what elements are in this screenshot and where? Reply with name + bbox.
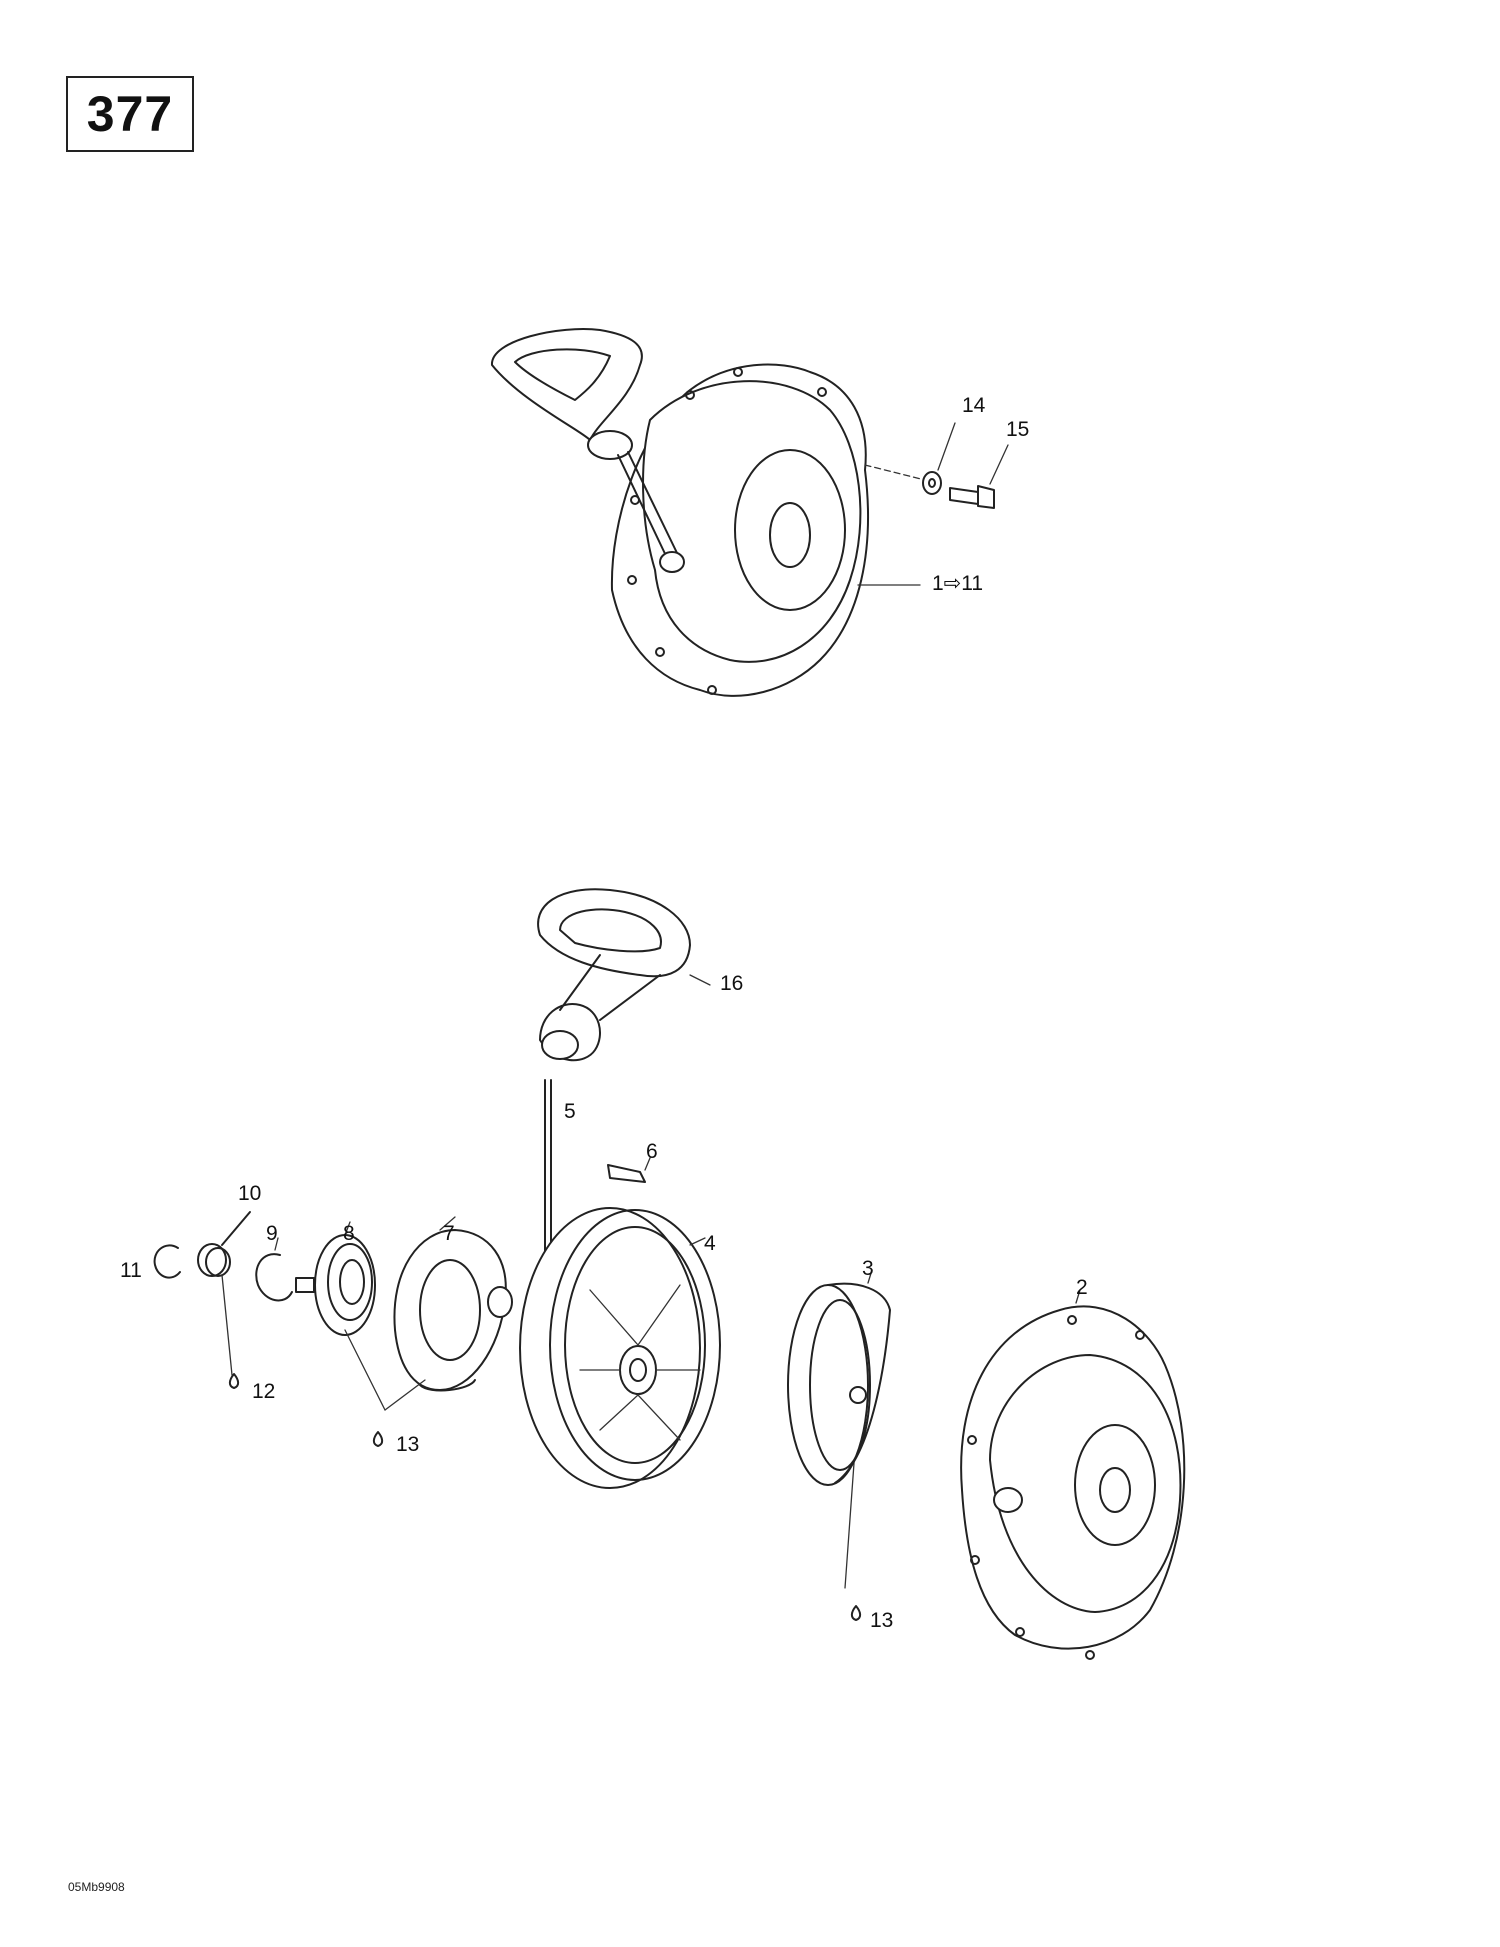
callout-16: 16 <box>720 972 743 995</box>
assembled-center-ring <box>734 449 846 611</box>
callout-12: 12 <box>252 1380 275 1403</box>
assembled-rope <box>617 454 669 561</box>
assembled-rope-guide <box>659 551 685 573</box>
assembled-starter <box>490 328 1009 697</box>
callout-2: 2 <box>1076 1276 1088 1299</box>
circlip-part <box>255 1253 293 1302</box>
assembled-handle <box>490 328 643 441</box>
spring-case-part <box>787 1282 891 1486</box>
oil-drop-icon <box>228 1373 240 1389</box>
spring-plate-part <box>295 1234 376 1336</box>
assembly-callout: 1⇨11 <box>932 572 983 595</box>
callout-11: 11 <box>120 1259 142 1282</box>
rope-part <box>544 1079 552 1256</box>
spring-part <box>197 1211 251 1277</box>
callout-10: 10 <box>238 1182 261 1205</box>
rope-reel-part <box>519 1207 721 1489</box>
callout-4: 4 <box>704 1232 716 1255</box>
oil-drop-icon <box>850 1605 862 1621</box>
assembled-housing-body <box>642 380 862 663</box>
callout-9: 9 <box>266 1222 278 1245</box>
callout-3: 3 <box>862 1257 874 1280</box>
callout-8: 8 <box>343 1222 355 1245</box>
callout-15: 15 <box>1006 418 1029 441</box>
handle-part <box>537 888 691 1062</box>
retaining-ring-part <box>153 1244 181 1279</box>
callout-14: 14 <box>962 394 986 417</box>
callout-6: 6 <box>646 1140 658 1163</box>
cam-part <box>393 1229 513 1392</box>
callout-13: 13 <box>396 1433 419 1456</box>
drawing-code: 05Mb9908 <box>68 1880 125 1894</box>
assembled-handle-knob <box>587 430 633 460</box>
callout-5: 5 <box>564 1100 576 1123</box>
pawl-part <box>607 1164 646 1183</box>
assembled-center-hub <box>769 502 811 568</box>
page-number-box: 377 <box>66 76 194 152</box>
page-number: 377 <box>86 86 174 142</box>
washer-part <box>922 471 942 495</box>
oil-drop-icon <box>372 1431 384 1447</box>
screw-part <box>949 487 979 505</box>
assembled-bolt-holes <box>627 367 827 695</box>
callout-7: 7 <box>443 1222 455 1245</box>
starter-housing-part <box>960 1305 1186 1660</box>
callout-13: 13 <box>870 1609 893 1632</box>
